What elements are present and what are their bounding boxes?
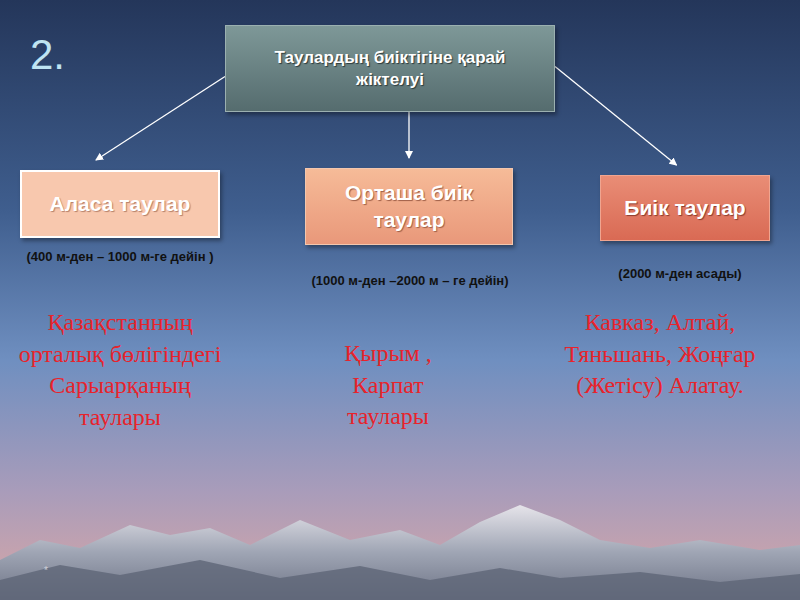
example-mountains: Кавказ, Алтай, Тяньшань, Жоңғар (Жетісу)… [555, 307, 765, 402]
category-box: Орташа биік таулар [305, 168, 513, 245]
example-mountains: Қазақстанның орталық бөлігіндегі Сарыарқ… [15, 307, 225, 434]
connector-arrow [555, 67, 677, 166]
connector-arrow [96, 77, 225, 161]
example-mountains: Қырым , Карпат таулары [318, 338, 458, 433]
slide-number: 2. [30, 30, 110, 80]
mountain-foreground [0, 560, 800, 600]
category-box: Биік таулар [600, 175, 770, 241]
height-range: (1000 м-ден –2000 м – ге дейін) [290, 272, 530, 291]
mountain-range [0, 505, 800, 600]
node-text: Аласа таулар [50, 191, 191, 217]
node-text: Таулардың биіктігіне қарай жіктелуі [244, 47, 536, 90]
connector-arrow [408, 112, 409, 158]
footnote-mark: * [44, 565, 64, 577]
category-box: Аласа таулар [20, 170, 220, 238]
height-range: (400 м-ден – 1000 м-ге дейін ) [20, 244, 220, 270]
node-text: Биік таулар [624, 195, 745, 221]
node-text: Орташа биік таулар [316, 180, 502, 233]
height-range: (2000 м-ден асады) [575, 265, 785, 283]
title-box: Таулардың биіктігіне қарай жіктелуі [225, 25, 555, 112]
